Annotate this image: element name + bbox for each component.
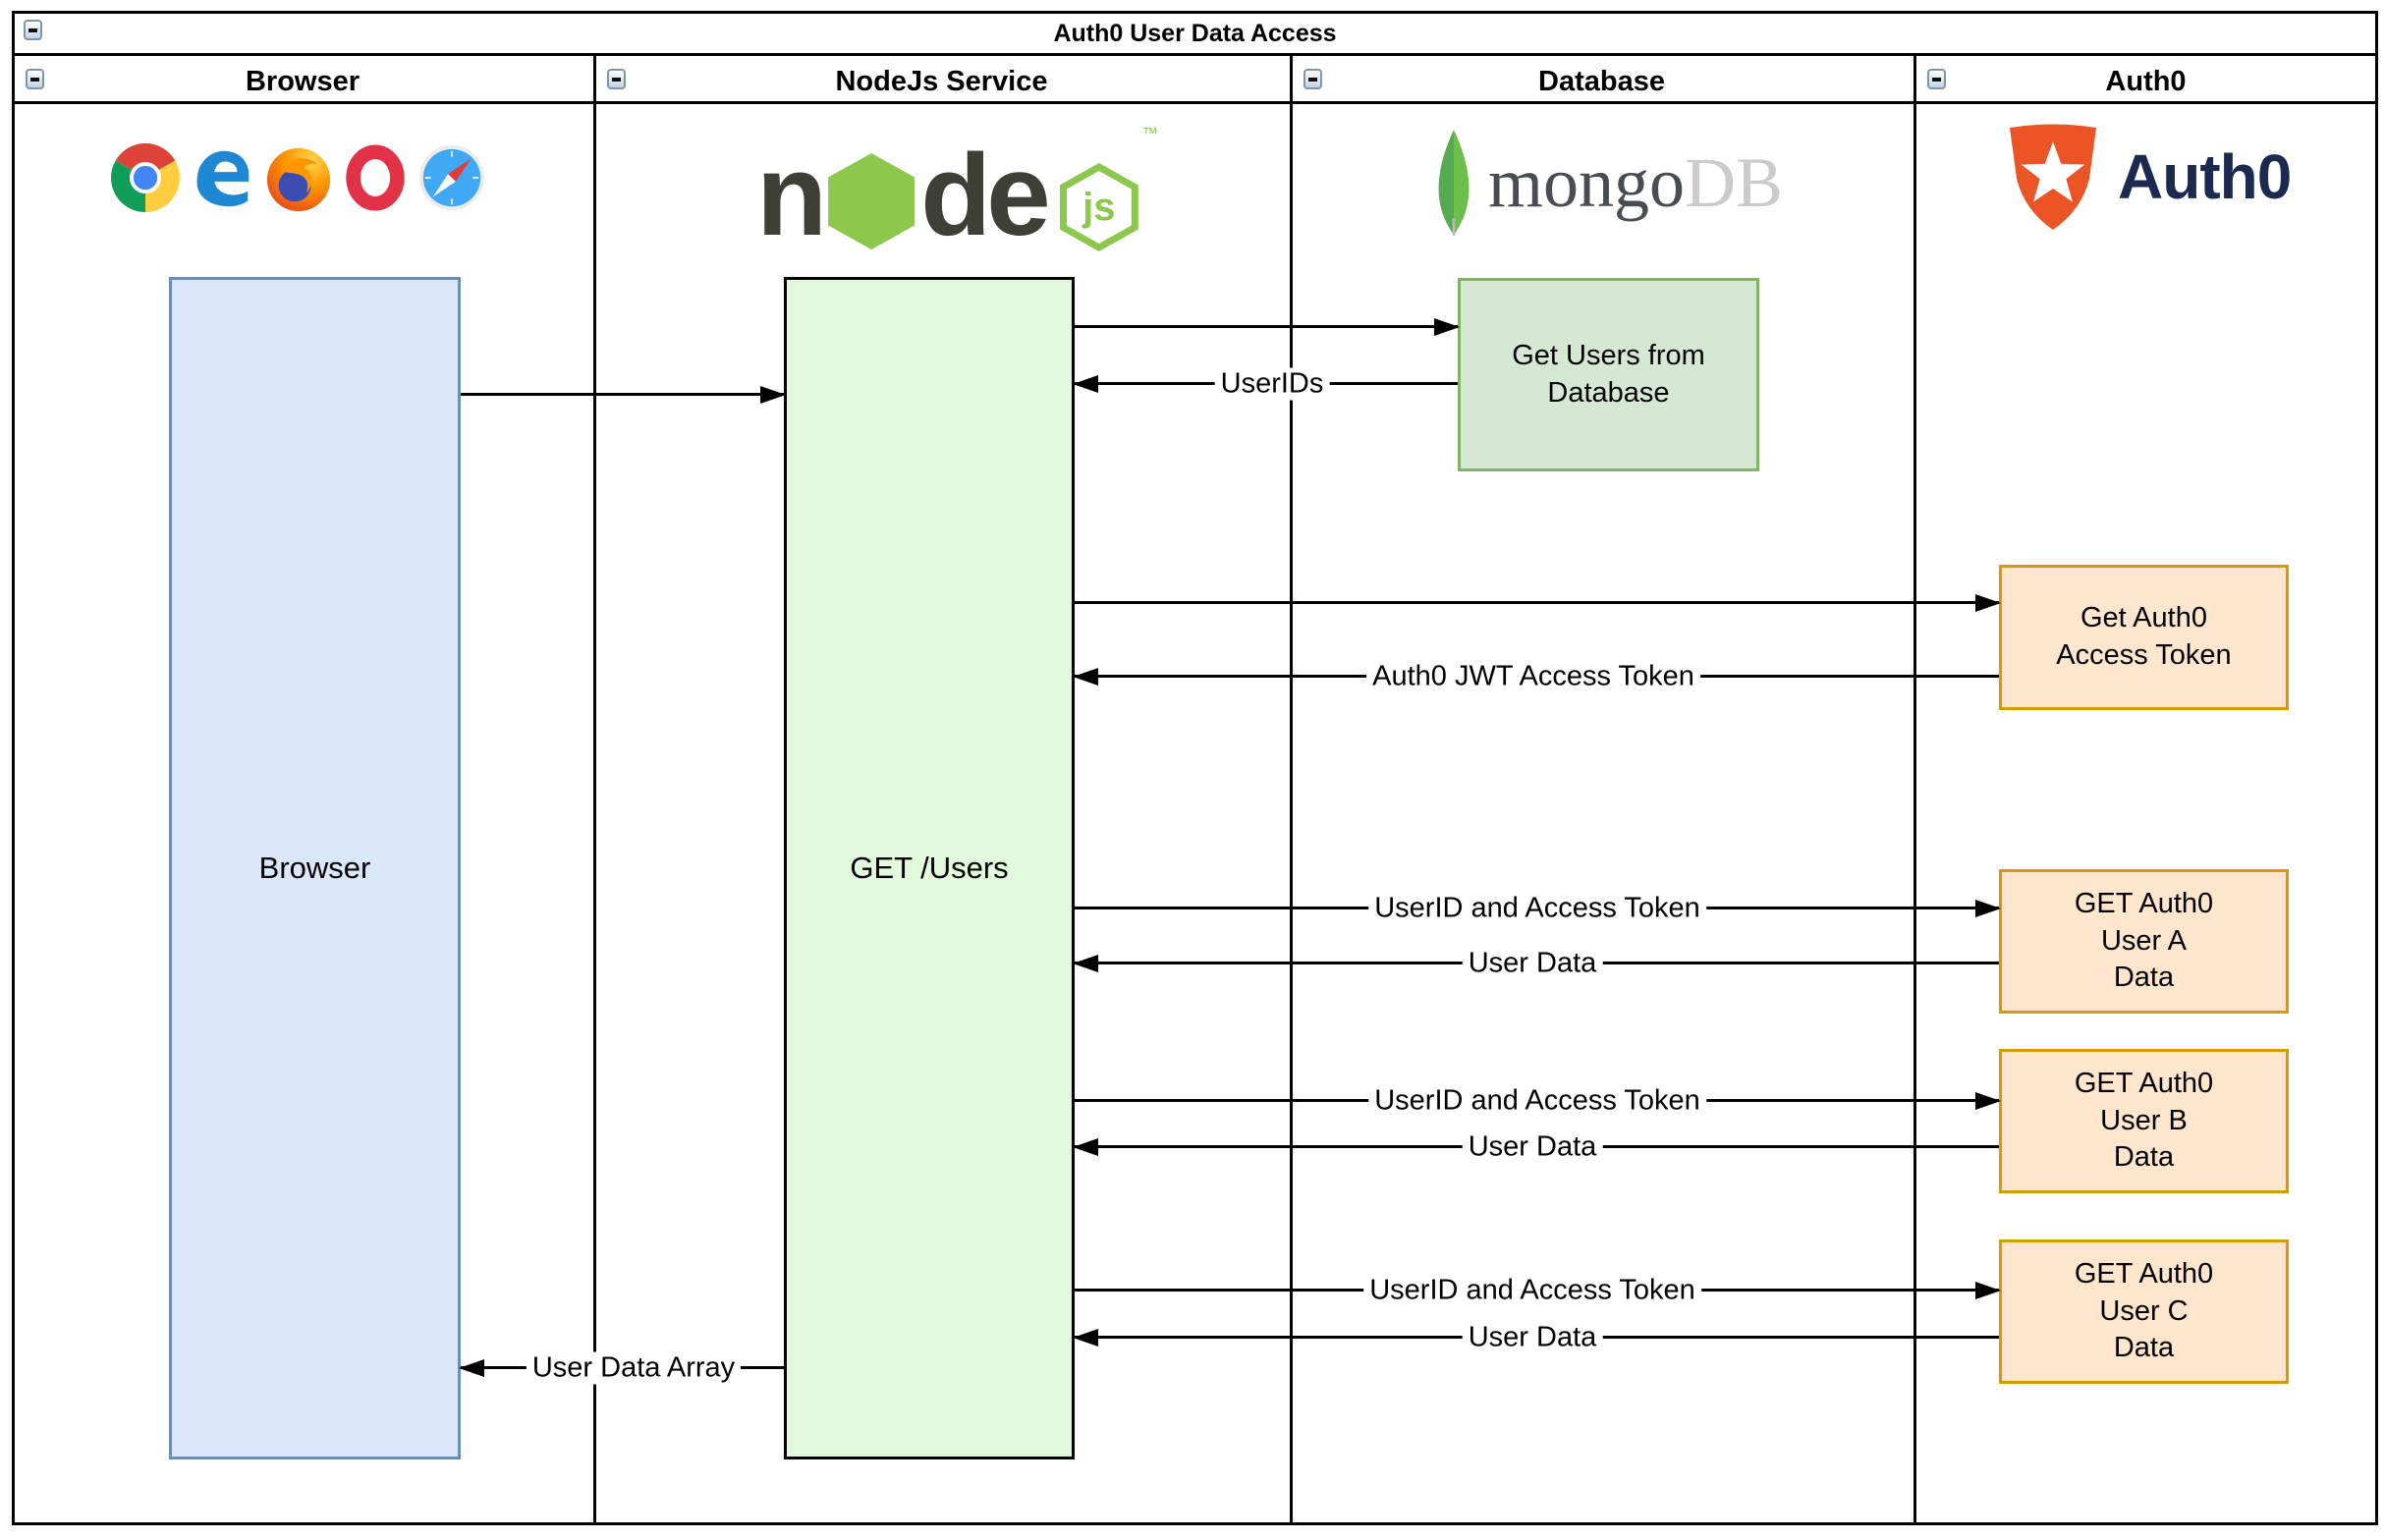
browser-logos[interactable] [111,142,494,213]
uid-token-label-a: UserID and Access Token [1368,892,1706,924]
user-data-label-c: User Data [1462,1321,1603,1353]
auth0-word: Auth0 [2118,141,2292,212]
arrow-user-data-array-return[interactable]: User Data Array [461,1351,784,1384]
user-data-label-a: User Data [1462,947,1603,979]
uid-token-label-c: UserID and Access Token [1363,1274,1701,1306]
nodejs-logo[interactable]: n de js ™ [756,126,1169,261]
nodejs-activation-box[interactable]: GET /Users [784,277,1075,1459]
title-divider [12,53,2378,56]
arrow-auth0-jwt-return[interactable]: Auth0 JWT Access Token [1075,660,1999,692]
get-auth0-user-c-box[interactable]: GET Auth0 User C Data [1999,1239,2289,1384]
mongodb-leaf-icon [1438,130,1470,236]
diagram-frame [12,11,2378,1525]
get-auth0-access-token-box[interactable]: Get Auth0 Access Token [1999,565,2289,710]
collapse-lane-database-icon[interactable] [1303,69,1322,89]
lane-header-auth0[interactable]: Auth0 [2105,66,2187,97]
auth0-logo[interactable]: Auth0 [2004,118,2328,236]
collapse-diagram-icon[interactable] [24,20,42,40]
diagram-title: Auth0 User Data Access [1053,20,1337,47]
lane-divider-nodejs-database [1290,56,1293,1525]
nodejs-js-badge-icon: js [1059,163,1138,251]
node-hexagon-icon [828,153,915,249]
browser-activation-label: Browser [258,851,371,885]
arrow-browser-to-nodejs[interactable] [461,393,784,396]
node-logo-letter-n: n [756,131,827,261]
safari-icon [418,144,485,211]
edge-icon [196,150,250,207]
arrow-nodejs-to-user-b[interactable]: UserID and Access Token [1075,1084,1999,1117]
lane-header-database[interactable]: Database [1538,66,1665,97]
lane-header-nodejs[interactable]: NodeJs Service [835,66,1048,97]
arrow-nodejs-to-auth0-token[interactable] [1075,601,1999,604]
firefox-icon [266,147,331,212]
nodejs-activation-label: GET /Users [850,851,1009,885]
lane-divider-database-auth0 [1914,56,1916,1525]
arrow-user-c-data-return[interactable]: User Data [1075,1321,1999,1353]
arrow-user-a-data-return[interactable]: User Data [1075,947,1999,979]
user-data-array-label: User Data Array [526,1351,742,1384]
arrow-user-b-data-return[interactable]: User Data [1075,1130,1999,1163]
browser-activation-box[interactable]: Browser [169,277,461,1459]
lane-header-browser[interactable]: Browser [245,66,361,97]
node-logo-letters-de: de [920,131,1051,261]
get-auth0-user-b-box[interactable]: GET Auth0 User B Data [1999,1049,2289,1193]
arrow-database-userids-return[interactable]: UserIDs [1075,367,1458,400]
chrome-icon [111,143,180,212]
header-divider [12,101,2378,104]
nodejs-js-text: js [1066,171,1132,244]
collapse-lane-auth0-icon[interactable] [1927,69,1946,89]
mongodb-word: mongo [1487,142,1685,222]
get-auth0-user-a-box[interactable]: GET Auth0 User A Data [1999,869,2289,1014]
arrow-nodejs-to-user-a[interactable]: UserID and Access Token [1075,892,1999,924]
user-data-label-b: User Data [1462,1130,1603,1163]
get-users-from-database-box[interactable]: Get Users from Database [1458,278,1759,471]
auth0-shield-icon [2010,124,2096,230]
uid-token-label-b: UserID and Access Token [1368,1084,1706,1117]
opera-icon [346,144,405,211]
node-trademark: ™ [1141,126,1158,142]
mongodb-db-word: DB [1684,142,1783,222]
collapse-lane-nodejs-icon[interactable] [607,69,626,89]
userids-label: UserIDs [1214,367,1330,400]
arrow-nodejs-to-database[interactable] [1075,325,1458,328]
jwt-token-label: Auth0 JWT Access Token [1366,660,1700,692]
arrow-nodejs-to-user-c[interactable]: UserID and Access Token [1075,1274,1999,1306]
lane-divider-browser-nodejs [593,56,596,1525]
collapse-lane-browser-icon[interactable] [26,69,44,89]
